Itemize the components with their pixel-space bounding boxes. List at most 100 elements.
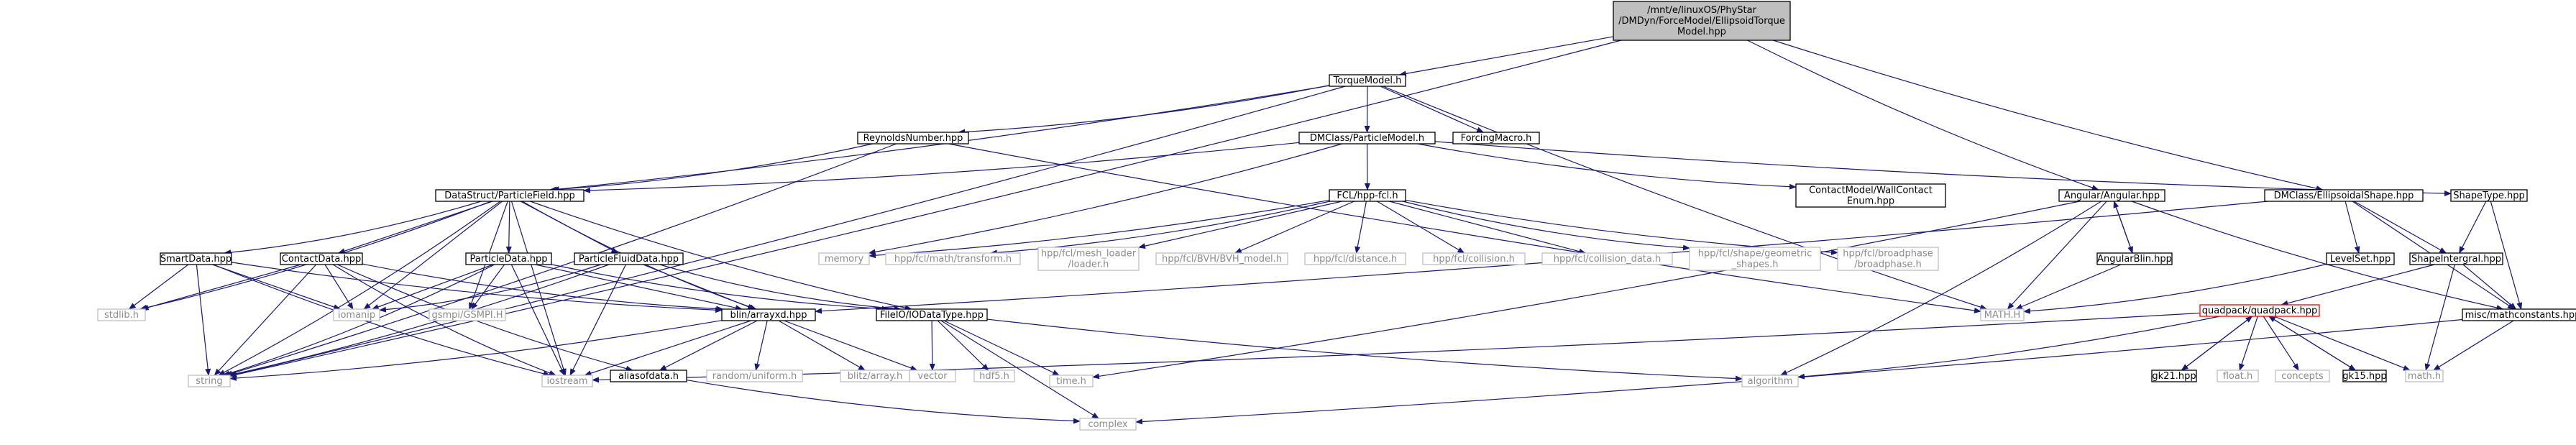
edge-blinarrayxd-to-aliasofdata xyxy=(659,320,758,371)
edge-fclhpp-to-fclcollision xyxy=(1377,201,1465,254)
edge-contactdata-to-aliasofdata xyxy=(337,264,633,372)
node-levelset[interactable]: LevelSet.hpp xyxy=(2326,252,2395,265)
edge-contactdata-to-string xyxy=(214,264,317,376)
node-wallcontact-box xyxy=(1795,183,1946,208)
edge-angularblin-to-mathH xyxy=(2014,264,2122,310)
edge-blinarrayxd-to-blitzarray xyxy=(778,320,866,371)
node-particlefield-label-line-0: DataStruct/ParticleField.hpp xyxy=(444,191,575,201)
edge-particledata-to-iomanip xyxy=(371,264,494,310)
node-particledata-label-line-0: ParticleData.hpp xyxy=(470,254,548,265)
node-blinarrayxd-box xyxy=(721,308,816,321)
node-iostream: iostream xyxy=(541,375,593,387)
node-blinarrayxd[interactable]: blin/arrayxd.hpp xyxy=(721,308,816,321)
node-gk21[interactable]: gk21.hpp xyxy=(2151,370,2197,382)
node-blitzarray-label-line-0: blitz/array.h xyxy=(848,371,902,382)
node-shapeintergral-box xyxy=(2409,252,2503,265)
edge-shapeintergral-to-mathh xyxy=(2424,264,2455,371)
edge-quadpack-to-iostream xyxy=(592,312,2201,383)
node-reynolds-label-line-0: ReynoldsNumber.hpp xyxy=(863,133,963,144)
edge-root-to-ellipsoidalshape xyxy=(1773,40,2324,191)
node-blitzarray: blitz/array.h xyxy=(840,370,910,382)
node-shapeintergral-label-line-0: ShapeIntergral.hpp xyxy=(2411,254,2501,265)
edge-angular-to-mathH xyxy=(2007,201,2107,310)
node-reynolds[interactable]: ReynoldsNumber.hpp xyxy=(857,132,969,144)
edge-reynolds-to-mathH xyxy=(948,143,1981,313)
node-gsmpi-label-line-0: gsmpi/GSMPI.H xyxy=(431,310,503,321)
edge-particlefield-to-smartdata xyxy=(224,201,482,256)
node-fcltransform-label-line-0: hpp/fcl/math/transform.h xyxy=(894,254,1012,265)
edge-quadpack-to-algorithm xyxy=(1797,316,2220,380)
edge-smartdata-to-stdlib xyxy=(128,264,189,310)
edge-particlemodel-to-memory xyxy=(868,143,1343,255)
node-fclgeometric-label-line-0: hpp/fcl/shape/geometric xyxy=(1698,249,1812,260)
node-stdlib: stdlib.h xyxy=(97,308,146,321)
node-stdlib-box xyxy=(97,308,146,321)
node-gsmpi-box xyxy=(428,308,506,321)
node-string-label-line-0: string xyxy=(196,376,222,387)
node-shapetype-label-line-0: ShapeType.hpp xyxy=(2453,191,2524,201)
node-root-label-line-2: Model.hpp xyxy=(1677,27,1726,37)
edge-fileio-to-hdf5 xyxy=(937,320,989,371)
edge-root-to-angular xyxy=(1747,40,2099,191)
edge-gk15-to-quadpack xyxy=(2268,316,2356,371)
node-shapeintergral[interactable]: ShapeIntergral.hpp xyxy=(2409,252,2503,265)
node-particlefluid[interactable]: ParticleFluidData.hpp xyxy=(574,252,684,265)
node-particlefield[interactable]: DataStruct/ParticleField.hpp xyxy=(435,189,585,202)
node-contactdata[interactable]: ContactData.hpp xyxy=(280,252,363,265)
node-angular[interactable]: Angular/Angular.hpp xyxy=(2058,189,2165,202)
edge-fclhpp-to-fclcollisiondata xyxy=(1389,201,1587,254)
node-root-label-line-1: /DMDyn/ForceModel/EllipsoidTorque xyxy=(1618,16,1785,27)
node-hdf5: hdf5.h xyxy=(973,370,1015,382)
node-contactdata-label-line-0: ContactData.hpp xyxy=(282,254,362,265)
edge-angular-to-timeh xyxy=(1092,201,2080,380)
edge-gk21-to-quadpack xyxy=(2181,316,2253,371)
node-smartdata[interactable]: SmartData.hpp xyxy=(160,252,232,265)
node-shapetype[interactable]: ShapeType.hpp xyxy=(2450,189,2528,202)
edge-smartdata-to-blinarrayxd xyxy=(231,262,723,313)
edge-levelset-to-mathH xyxy=(2023,263,2327,314)
node-angularblin-box xyxy=(2096,252,2173,265)
node-fileio[interactable]: FileIO/IODataType.hpp xyxy=(876,308,988,321)
node-torquemodel[interactable]: TorqueModel.h xyxy=(1329,74,1406,87)
node-fclhpp[interactable]: FCL/hpp-fcl.h xyxy=(1329,189,1406,202)
node-quadpack[interactable]: quadpack/quadpack.hpp xyxy=(2199,304,2320,317)
node-forcingmacro[interactable]: ForcingMacro.h xyxy=(1452,132,1540,144)
node-concepts: concepts xyxy=(2275,370,2330,382)
node-root[interactable]: /mnt/e/linuxOS/PhyStar/DMDyn/ForceModel/… xyxy=(1613,1,1791,41)
node-forcingmacro-label-line-0: ForcingMacro.h xyxy=(1461,133,1532,144)
node-mathconstants[interactable]: misc/mathconstants.hpp xyxy=(2462,308,2576,321)
node-contactdata-box xyxy=(280,252,363,265)
node-fcltransform-box xyxy=(885,252,1021,265)
node-angularblin[interactable]: AngularBlin.hpp xyxy=(2096,252,2173,265)
node-fclbroadphase-box xyxy=(1837,247,1939,271)
node-fclbvh-box xyxy=(1155,252,1288,265)
node-aliasofdata[interactable]: aliasofdata.h xyxy=(610,370,687,382)
node-complex: complex xyxy=(1079,418,1137,431)
edge-particledata-to-gsmpi xyxy=(471,264,505,310)
node-timeh: time.h xyxy=(1049,375,1094,387)
node-wallcontact-label-line-1: Enum.hpp xyxy=(1847,196,1894,207)
node-particlemodel[interactable]: DMClass/ParticleModel.h xyxy=(1298,132,1436,144)
node-torquemodel-box xyxy=(1329,74,1406,87)
edge-shapeintergral-to-quadpack xyxy=(2281,264,2435,306)
edge-fileio-to-timeh xyxy=(943,320,1060,376)
node-string: string xyxy=(188,375,231,387)
node-fclmesh-box xyxy=(1037,247,1140,271)
edge-blinarrayxd-to-iostream xyxy=(584,320,751,376)
edge-particledata-to-fileio xyxy=(551,264,889,312)
edge-shapetype-to-shapeintergral xyxy=(2459,201,2487,254)
node-vector: vector xyxy=(909,370,956,382)
node-hdf5-box xyxy=(973,370,1015,382)
node-aliasofdata-box xyxy=(610,370,687,382)
node-gk15[interactable]: gk15.hpp xyxy=(2342,370,2387,382)
edge-quadpack-to-floath xyxy=(2239,316,2258,371)
edge-contactdata-to-iostream xyxy=(332,264,556,376)
node-particledata-box xyxy=(465,252,552,265)
node-floath-label-line-0: float.h xyxy=(2223,371,2253,382)
node-ellipsoidalshape[interactable]: DMClass/EllipsoidalShape.hpp xyxy=(2264,189,2424,202)
node-particledata[interactable]: ParticleData.hpp xyxy=(465,252,552,265)
node-angular-label-line-0: Angular/Angular.hpp xyxy=(2064,191,2160,201)
node-quadpack-box xyxy=(2199,304,2320,317)
